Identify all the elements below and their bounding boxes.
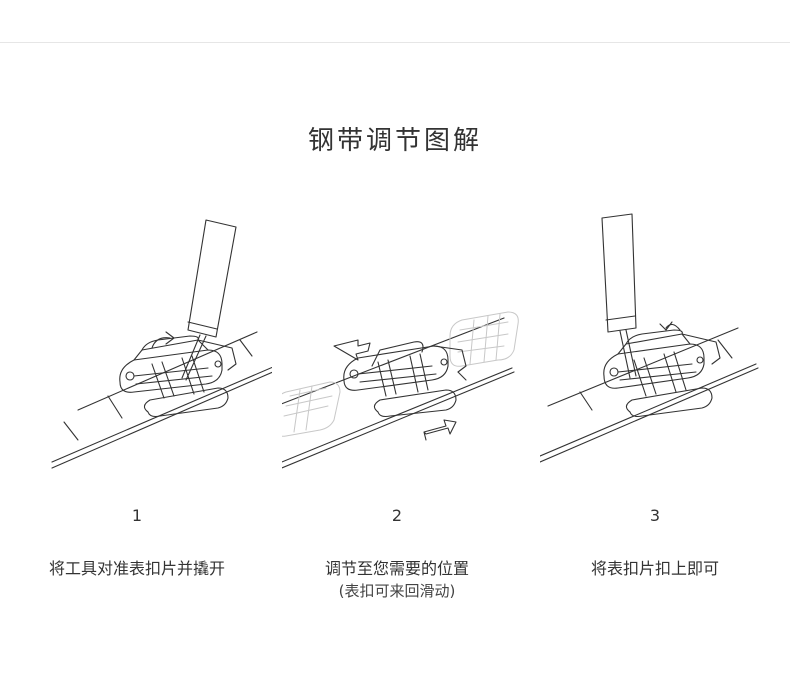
right-arrow-icon — [423, 419, 457, 441]
step-2-illustration — [282, 311, 519, 469]
watch-clasp-icon — [343, 341, 467, 418]
step-1-caption: 将工具对准表扣片并撬开 — [22, 558, 252, 580]
band-edge-bottom — [540, 367, 759, 463]
top-divider — [0, 42, 790, 43]
watch-clasp-icon — [603, 329, 721, 418]
step-1: 1 将工具对准表扣片并撬开 — [22, 0, 272, 676]
band-edge-bottom — [51, 371, 272, 469]
step-3: 3 将表扣片扣上即可 — [540, 0, 770, 676]
step-2: 2 调节至您需要的位置 (表扣可来回滑动) — [282, 0, 519, 676]
step-2-caption: 调节至您需要的位置 (表扣可来回滑动) — [282, 558, 512, 602]
step-3-caption: 将表扣片扣上即可 — [540, 558, 770, 580]
curved-arrow-icon — [659, 321, 681, 331]
curved-arrow-icon — [151, 331, 175, 349]
step-2-number: 2 — [391, 506, 403, 525]
ghost-links — [282, 311, 519, 437]
step-3-caption-text: 将表扣片扣上即可 — [590, 559, 719, 578]
step-1-number: 1 — [131, 506, 143, 525]
step-3-illustration — [540, 213, 759, 463]
left-arrow-icon — [333, 339, 371, 361]
step-1-caption-text: 将工具对准表扣片并撬开 — [48, 559, 225, 578]
page-title: 钢带调节图解 — [307, 126, 482, 156]
band-edge-top — [282, 317, 505, 405]
step-3-number: 3 — [649, 506, 661, 525]
pry-tool-icon — [181, 219, 237, 381]
step-1-illustration — [51, 219, 272, 469]
step-2-caption-sub: (表扣可来回滑动) — [338, 582, 456, 600]
band-edge-bottom — [282, 371, 515, 469]
band-edge-top — [547, 327, 739, 407]
pry-tool-icon — [601, 213, 637, 379]
band-edge-top — [77, 331, 258, 411]
step-2-caption-text: 调节至您需要的位置 — [324, 559, 469, 578]
watch-clasp-icon — [119, 335, 237, 418]
